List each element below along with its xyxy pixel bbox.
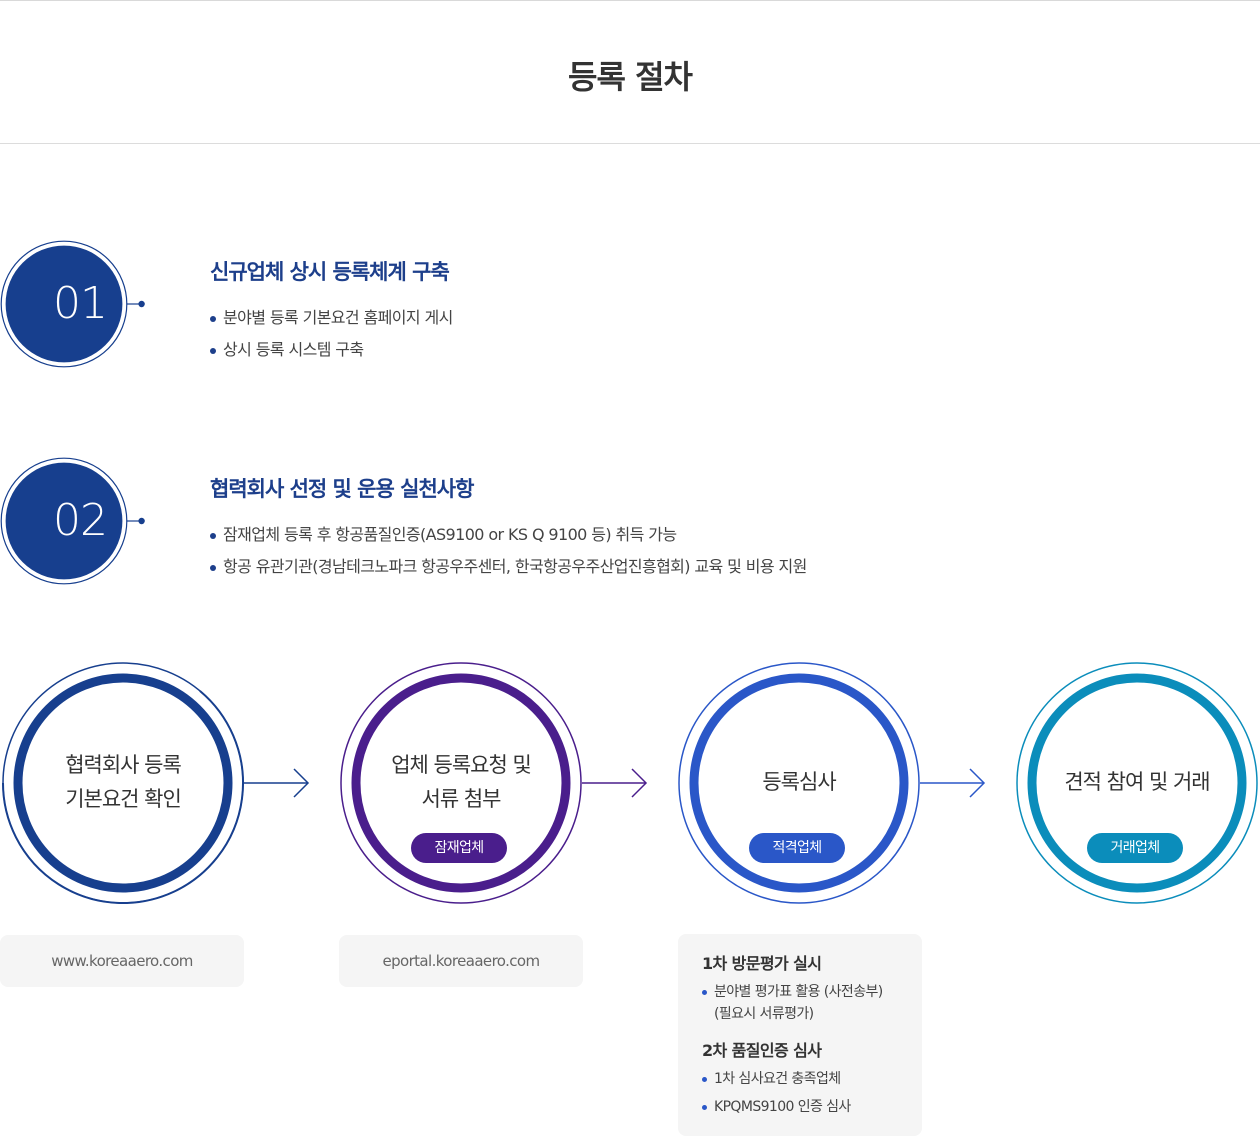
step-01-list: 분야별 등록 기본요건 홈페이지 게시 상시 등록 시스템 구축	[210, 302, 453, 366]
status-badge: 거래업체	[1087, 833, 1183, 863]
page-title: 등록 절차	[568, 58, 693, 96]
eportal-site-link[interactable]: eportal.koreaaero.com	[339, 935, 583, 987]
status-badge: 잠재업체	[411, 833, 507, 863]
flow-node-1: 협력회사 등록 기본요건 확인	[0, 660, 246, 906]
flow-node-2: 업체 등록요청 및 서류 첨부 잠재업체	[338, 660, 584, 906]
flow-node-3: 등록심사 적격업체	[676, 660, 922, 906]
flow-node-3-ring	[678, 662, 920, 904]
step-02-item: 항공 유관기관(경남테크노파크 항공우주센터, 한국항공우주산업진흥협회) 교육…	[210, 551, 807, 583]
step-01-item: 상시 등록 시스템 구축	[210, 334, 453, 366]
list-item: 1차 심사요건 충족업체	[702, 1068, 922, 1090]
arrow-icon	[244, 768, 310, 798]
flow-node-4: 견적 참여 및 거래 거래업체	[1014, 660, 1260, 906]
step-01-item: 분야별 등록 기본요건 홈페이지 게시	[210, 302, 453, 334]
flow-node-1-line1: 협력회사 등록	[65, 753, 182, 777]
flow-node-3-line1: 등록심사	[762, 770, 836, 794]
flow-node-1-ring	[2, 662, 244, 905]
step-02-item: 잠재업체 등록 후 항공품질인증(AS9100 or KS Q 9100 등) …	[210, 519, 807, 551]
title-divider	[0, 143, 1260, 144]
flow-node-4-ring	[1016, 662, 1258, 904]
step-01-heading: 신규업체 상시 등록체계 구축	[210, 260, 450, 284]
step-02-list: 잠재업체 등록 후 항공품질인증(AS9100 or KS Q 9100 등) …	[210, 519, 807, 583]
step-01-number: 01	[53, 278, 108, 329]
step-02: 02 협력회사 선정 및 운용 실천사항 잠재업체 등록 후 항공품질인증(AS…	[0, 441, 1260, 621]
step-02-circle	[0, 457, 145, 585]
koreaaero-site-link[interactable]: www.koreaaero.com	[0, 935, 244, 987]
list-item: 분야별 평가표 활용 (사전송부) (필요시 서류평가)	[702, 981, 902, 1025]
status-badge: 적격업체	[749, 833, 845, 863]
step-02-heading: 협력회사 선정 및 운용 실천사항	[210, 477, 474, 501]
process-flow: 협력회사 등록 기본요건 확인 업체 등록요청 및 서류 첨부 잠재업체 등록심…	[0, 655, 1260, 915]
step-01-circle	[0, 240, 145, 368]
arrow-icon	[920, 768, 986, 798]
step-02-number: 02	[53, 495, 108, 546]
review-first-list: 분야별 평가표 활용 (사전송부) (필요시 서류평가)	[702, 981, 922, 1025]
review-first-title: 1차 방문평가 실시	[702, 954, 822, 973]
review-second-list: 1차 심사요건 충족업체 KPQMS9100 인증 심사	[702, 1068, 922, 1118]
flow-node-2-line1: 업체 등록요청 및	[391, 753, 532, 777]
review-details-box: 1차 방문평가 실시 분야별 평가표 활용 (사전송부) (필요시 서류평가) …	[678, 934, 922, 1136]
review-second-title: 2차 품질인증 심사	[702, 1041, 822, 1060]
process-flow-graphic	[2, 662, 1258, 905]
flow-node-4-line1: 견적 참여 및 거래	[1064, 770, 1210, 794]
flow-node-1-line2: 기본요건 확인	[65, 787, 182, 811]
arrow-icon	[582, 768, 648, 798]
top-divider	[0, 0, 1260, 1]
step-01: 01 신규업체 상시 등록체계 구축 분야별 등록 기본요건 홈페이지 게시 상…	[0, 224, 1260, 404]
flow-node-2-line2: 서류 첨부	[421, 787, 502, 811]
list-item: KPQMS9100 인증 심사	[702, 1096, 922, 1118]
flow-node-2-ring	[340, 662, 582, 904]
